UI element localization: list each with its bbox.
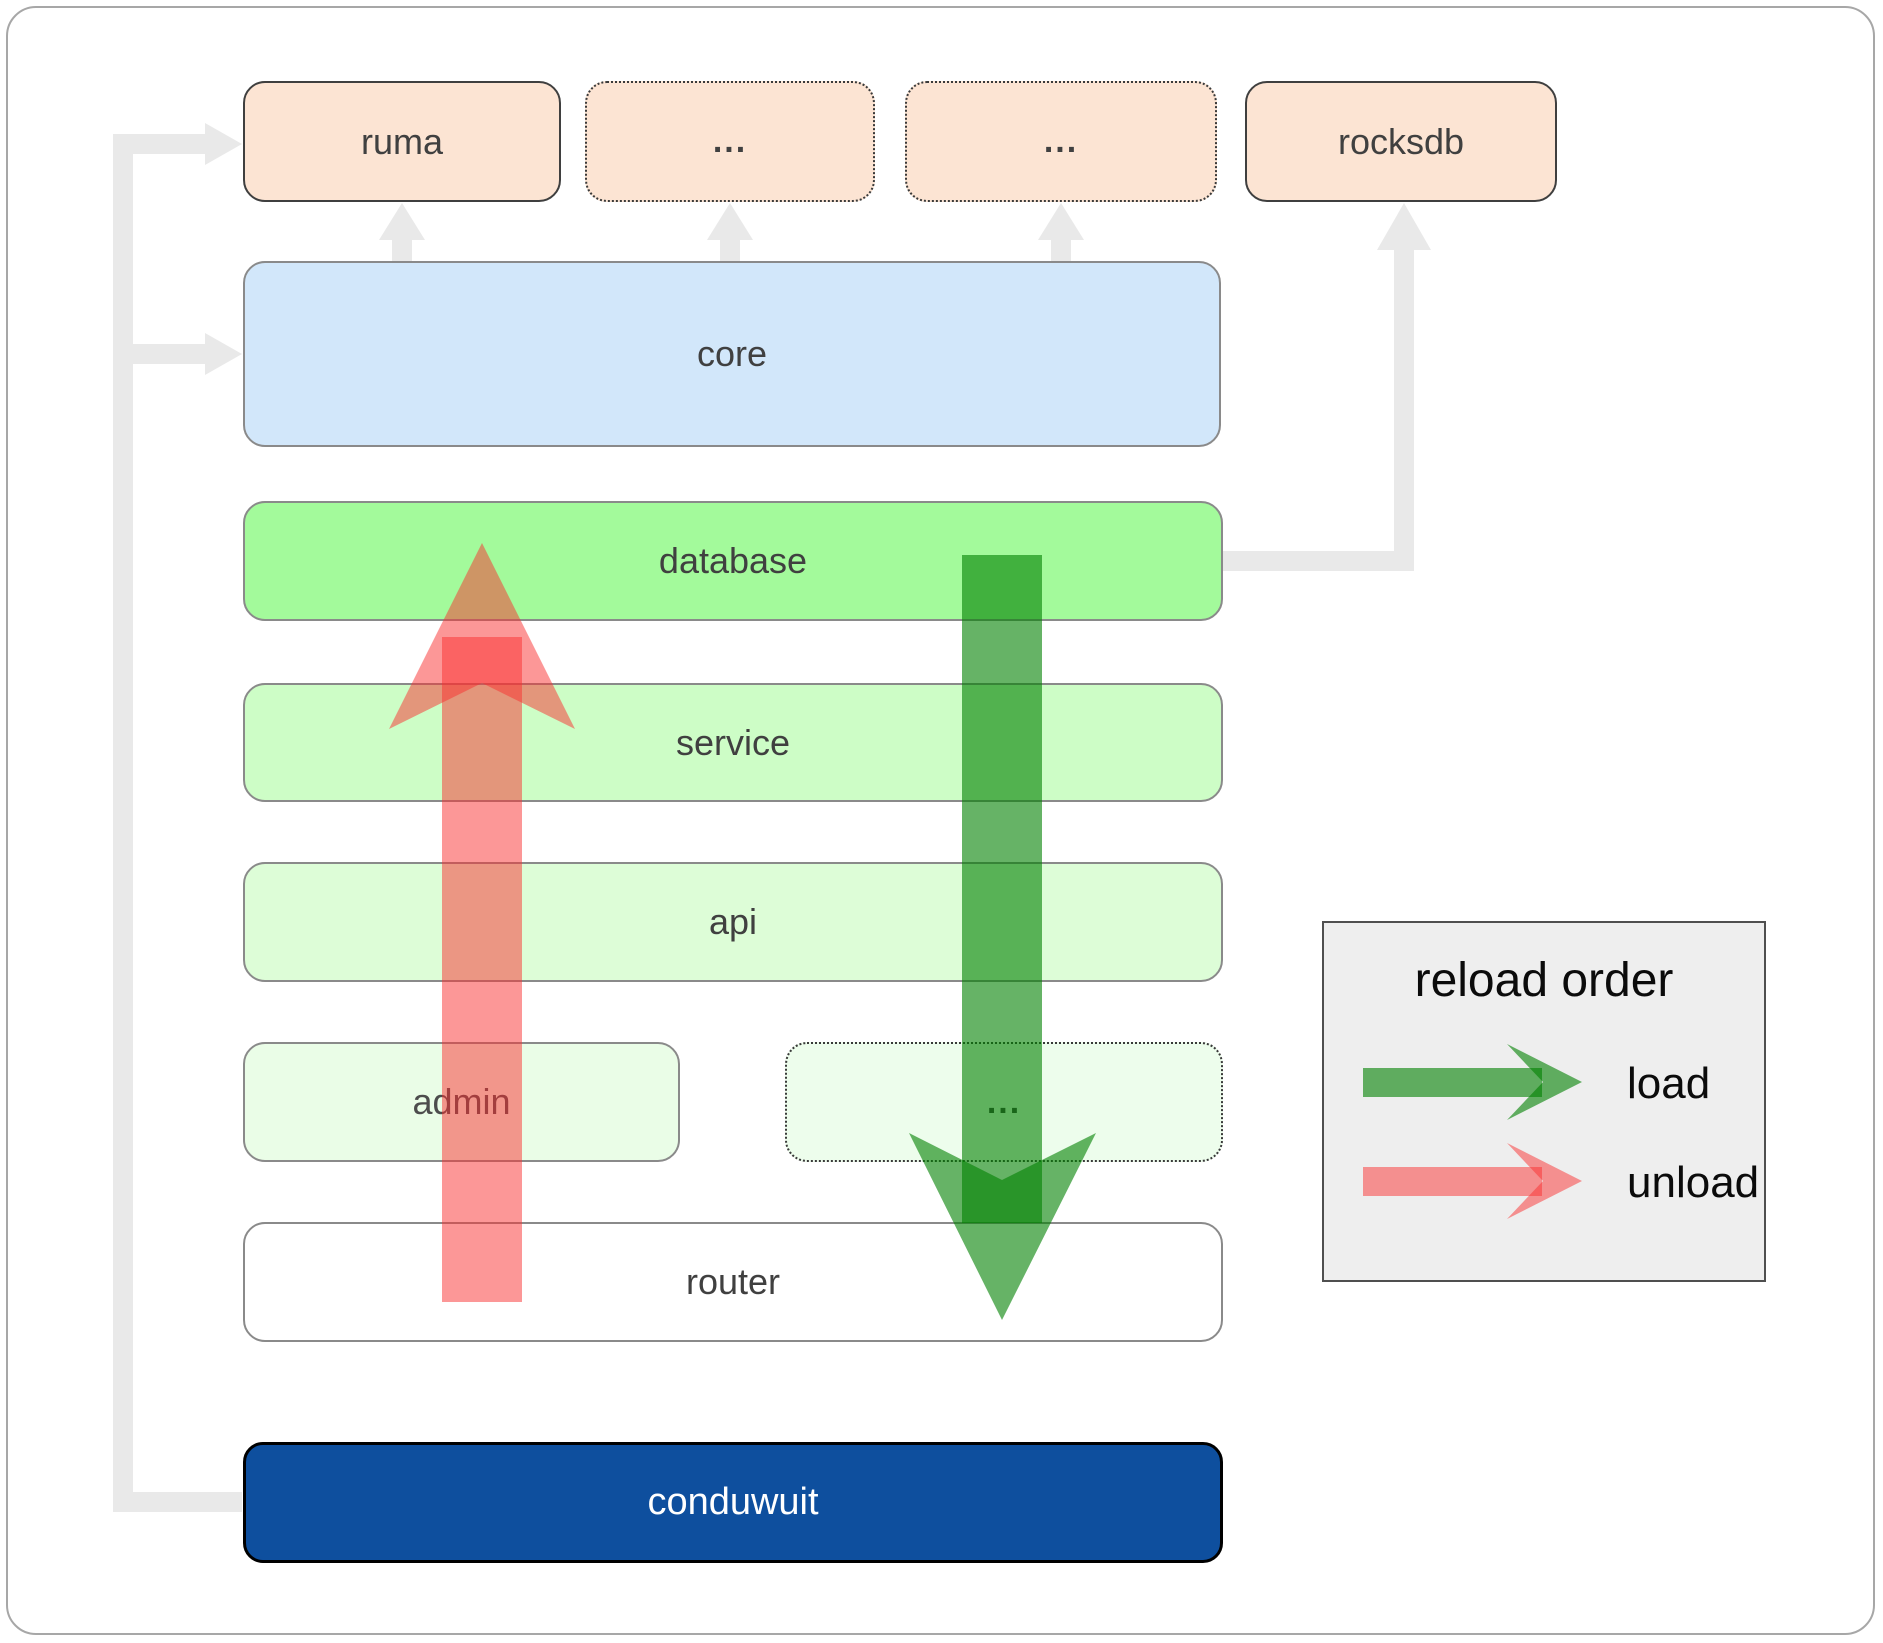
layer-box-core: core xyxy=(243,261,1221,447)
outer-frame xyxy=(6,6,1875,1635)
layer-box-admin: admin xyxy=(243,1042,680,1162)
layer-label-rocksdb: rocksdb xyxy=(1337,120,1465,162)
layer-label-ruma: ruma xyxy=(360,120,444,162)
layer-box-conduwuit: conduwuit xyxy=(243,1442,1223,1563)
layer-label-service: service xyxy=(675,721,791,763)
legend-title: reload order xyxy=(1414,954,1674,1007)
layer-label-core: core xyxy=(696,333,768,374)
layer-label-conduwuit: conduwuit xyxy=(647,1481,819,1523)
layer-label-database: database xyxy=(658,540,808,581)
layer-box-api: api xyxy=(243,862,1223,982)
legend-label-load: load xyxy=(1627,1059,1711,1108)
layer-box-ellipsis-2: ... xyxy=(905,81,1217,202)
layer-box-database: database xyxy=(243,501,1223,621)
layer-box-ellipsis-1: ... xyxy=(585,81,875,202)
legend-box: reload order load unload xyxy=(1322,921,1766,1282)
layer-box-router: router xyxy=(243,1222,1223,1342)
layer-label-ellipsis-1: ... xyxy=(712,122,748,160)
layer-label-ellipsis-mid: ... xyxy=(986,1082,1022,1121)
layer-label-ellipsis-2: ... xyxy=(1043,122,1079,160)
layer-box-ellipsis-mid: ... xyxy=(785,1042,1223,1162)
legend-label-unload: unload xyxy=(1627,1158,1760,1207)
layer-box-service: service xyxy=(243,683,1223,802)
layer-label-router: router xyxy=(685,1261,781,1302)
layer-label-api: api xyxy=(708,901,758,942)
layer-label-admin: admin xyxy=(412,1081,511,1122)
layer-box-ruma: ruma xyxy=(243,81,561,202)
layer-box-rocksdb: rocksdb xyxy=(1245,81,1557,202)
